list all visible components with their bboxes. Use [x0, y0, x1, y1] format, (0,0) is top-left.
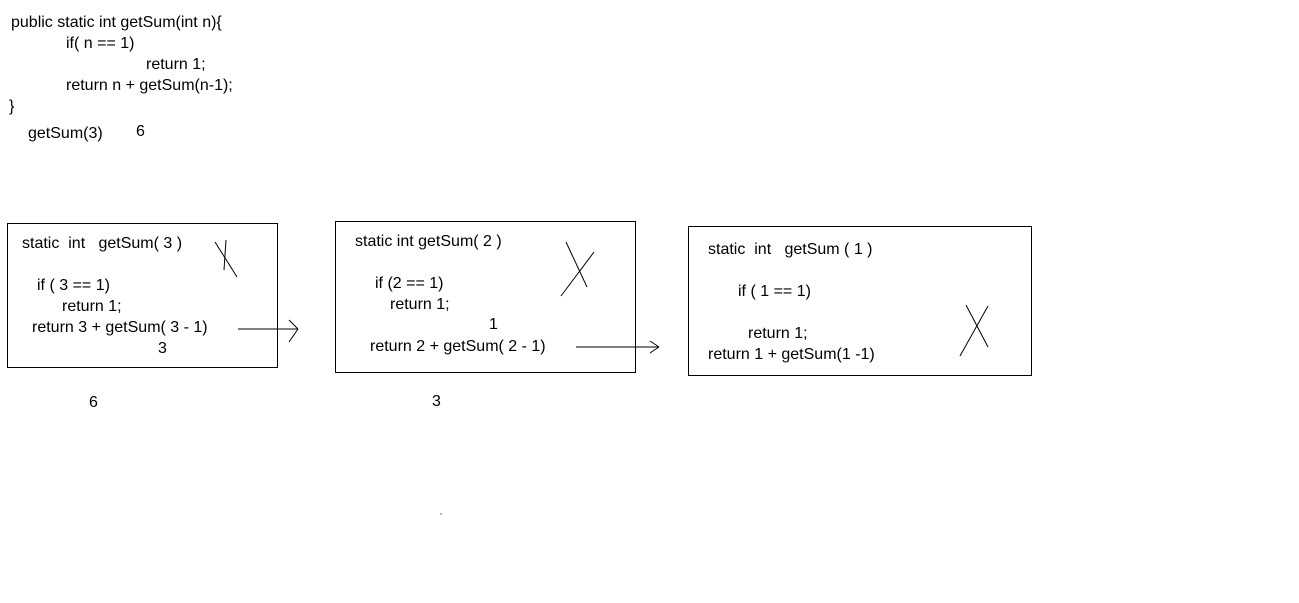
- arrow-frame2-to-frame3: [576, 340, 660, 354]
- cross-mark-frame3: [959, 304, 989, 357]
- stack-frame-getsum-3: [7, 223, 278, 368]
- code-line-if: if( n == 1): [66, 35, 135, 52]
- frame3-return-recursive: return 1 + getSum(1 -1): [708, 346, 875, 363]
- code-line-return-recursive: return n + getSum(n-1);: [66, 77, 233, 94]
- frame1-return-base: return 1;: [62, 298, 122, 315]
- frame2-return-base: return 1;: [390, 296, 450, 313]
- call-expression: getSum(3): [28, 125, 103, 142]
- frame2-sub-result: 1: [489, 316, 498, 333]
- frame1-return-recursive: return 3 + getSum( 3 - 1): [32, 319, 208, 336]
- stray-dot: [440, 513, 442, 515]
- frame1-condition: if ( 3 == 1): [37, 277, 110, 294]
- frame1-result: 6: [89, 394, 98, 411]
- frame2-header: static int getSum( 2 ): [355, 233, 502, 250]
- call-result: 6: [136, 123, 145, 140]
- arrow-frame1-to-frame2: [238, 319, 299, 343]
- code-line-closing-brace: }: [9, 98, 15, 115]
- cross-mark-frame2: [560, 241, 595, 297]
- frame3-return-base: return 1;: [748, 325, 808, 342]
- frame2-return-recursive: return 2 + getSum( 2 - 1): [370, 338, 546, 355]
- code-line-return-base: return 1;: [146, 56, 206, 73]
- cross-mark-frame1: [214, 239, 238, 278]
- stack-frame-getsum-1: [688, 226, 1032, 376]
- frame1-header: static int getSum( 3 ): [22, 235, 183, 252]
- frame3-header: static int getSum ( 1 ): [708, 241, 873, 258]
- frame1-sub-result: 3: [158, 340, 167, 357]
- frame2-condition: if (2 == 1): [375, 275, 444, 292]
- stack-frame-getsum-2: [335, 221, 636, 373]
- frame2-result: 3: [432, 393, 441, 410]
- code-line-signature: public static int getSum(int n){: [11, 14, 222, 31]
- frame3-condition: if ( 1 == 1): [738, 283, 811, 300]
